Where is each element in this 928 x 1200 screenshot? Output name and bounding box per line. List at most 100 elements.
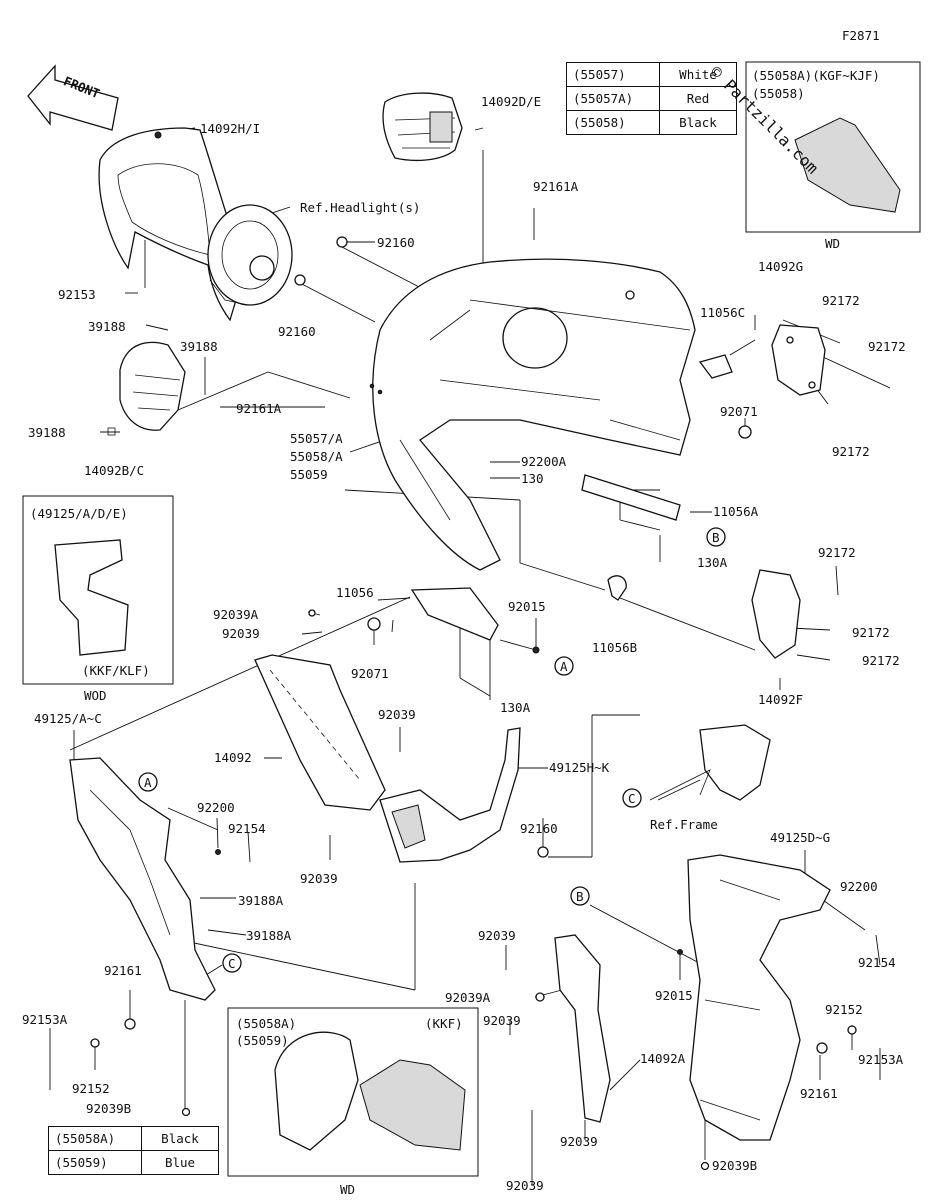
label-92161-b: 92161 (800, 1086, 838, 1101)
label-11056C: 11056C (700, 305, 745, 320)
label-92160-a: 92160 (377, 235, 415, 250)
label-92039A-b: 92039A (445, 990, 491, 1005)
inset-bottom-frame (227, 1007, 479, 1177)
cover-14092F-part (751, 569, 801, 659)
label-92200-b: 92200 (840, 879, 878, 894)
color-table-top: (55057)White (55057A)Red (55058)Black (566, 62, 737, 135)
svg-text:C: C (628, 791, 636, 806)
label-ref-frame: Ref.Frame (650, 817, 718, 832)
label-49125DG: 49125D~G (770, 830, 830, 845)
inset-top-right-line1: (55058A)(KGF~KJF) (752, 68, 880, 83)
label-55059: 55059 (290, 467, 328, 482)
panel-14092A-part (554, 934, 611, 1123)
label-92200A: 92200A (521, 454, 567, 469)
inset-bottom-model: (KKF) (425, 1016, 463, 1031)
label-92039B-b: 92039B (712, 1158, 757, 1173)
label-49125AC: 49125/A~C (34, 711, 102, 726)
label-14092F: 14092F (758, 692, 803, 707)
label-92153A-a: 92153A (22, 1012, 68, 1027)
label-92039-d: 92039 (478, 928, 516, 943)
inset-left-caption: WOD (84, 688, 107, 703)
label-14092HI: 14092H/I (200, 121, 260, 136)
label-92039-c: 92039 (300, 871, 338, 886)
callout-A-top: A (554, 656, 574, 676)
table-row: (55058)Black (566, 110, 737, 135)
diagram-code: F2871 (842, 28, 880, 43)
label-39188-b: 39188 (180, 339, 218, 354)
bracket-11056C-part (698, 354, 733, 379)
label-130A-a: 130A (697, 555, 728, 570)
lower-cowl-49125HK-part (379, 727, 521, 863)
upper-cowling-part (369, 258, 696, 571)
inset-top-right-caption: WD (825, 236, 841, 251)
inset-bottom-parts (274, 1031, 466, 1151)
label-14092G: 14092G (758, 259, 803, 274)
label-130A-b: 130A (500, 700, 531, 715)
svg-text:B: B (712, 530, 720, 545)
table-row: (55058A)Black (48, 1126, 219, 1151)
inset-bottom-caption: WD (340, 1182, 356, 1197)
svg-text:B: B (576, 889, 584, 904)
label-ref-headlight: Ref.Headlight(s) (300, 200, 420, 215)
label-92154-b: 92154 (858, 955, 896, 970)
frame-reference-part (649, 724, 771, 801)
bracket-11056A-part (581, 425, 752, 521)
front-arrow-icon: FRONT (27, 64, 119, 131)
cover-14092BC-part (107, 341, 186, 436)
svg-text:A: A (560, 659, 568, 674)
label-39188A-a: 39188A (238, 893, 284, 908)
label-92039B-a: 92039B (86, 1101, 131, 1116)
svg-text:A: A (144, 775, 152, 790)
label-92200-a: 92200 (197, 800, 235, 815)
callout-B-top: B (706, 527, 726, 547)
table-row: (55057A)Red (566, 86, 737, 111)
label-92071-a: 92071 (720, 404, 758, 419)
label-11056A: 11056A (713, 504, 759, 519)
label-55057A: 55057/A (290, 431, 343, 446)
inset-bottom-line1: (55058A) (236, 1016, 297, 1031)
label-92172-b: 92172 (868, 339, 906, 354)
label-92152-a: 92152 (825, 1002, 863, 1017)
label-39188-c: 39188 (28, 425, 66, 440)
headlight-part (207, 204, 348, 306)
callout-C-left: C (222, 953, 242, 973)
label-92153: 92153 (58, 287, 96, 302)
inset-left-part (54, 539, 129, 656)
fasteners (90, 609, 857, 1171)
clip-11056B-part (607, 575, 627, 601)
bracket-11056-part (410, 587, 499, 641)
label-92161-a: 92161 (104, 963, 142, 978)
label-92172-d: 92172 (818, 545, 856, 560)
inset-left-title: (49125/A/D/E) (30, 506, 128, 521)
label-11056: 11056 (336, 585, 374, 600)
inset-top-right-frame (745, 61, 921, 233)
svg-text:C: C (228, 956, 236, 971)
label-92161A-mid: 92161A (236, 401, 282, 416)
label-55058A: 55058/A (290, 449, 343, 464)
label-92015-a: 92015 (508, 599, 546, 614)
label-92152-b: 92152 (72, 1081, 110, 1096)
inset-top-right-part (794, 117, 901, 213)
grommet-92071-icon (367, 617, 381, 631)
label-92172-a: 92172 (822, 293, 860, 308)
cover-14092G-part (771, 324, 826, 396)
label-130: 130 (521, 471, 544, 486)
label-92160-c: 92160 (520, 821, 558, 836)
label-39188A-b: 39188A (246, 928, 292, 943)
label-14092A: 14092A (640, 1051, 686, 1066)
side-cowl-49125AC-part (69, 757, 216, 1001)
label-14092DE: 14092D/E (481, 94, 541, 109)
table-row: (55057)White (566, 62, 737, 87)
label-92071-b: 92071 (351, 666, 389, 681)
part-labels: 14092H/I 14092D/E Ref.Headlight(s) 92160… (22, 94, 906, 1193)
inner-panel-14092-part (254, 654, 386, 811)
label-11056B: 11056B (592, 640, 637, 655)
side-cowl-49125DG-part (687, 854, 831, 1141)
callout-A-left: A (138, 772, 158, 792)
label-92039-a: 92039 (222, 626, 260, 641)
label-92015-b: 92015 (655, 988, 693, 1003)
label-92039-b: 92039 (378, 707, 416, 722)
label-92161A-top: 92161A (533, 179, 579, 194)
inset-top-right-line2: (55058) (752, 86, 805, 101)
label-92039-f: 92039 (560, 1134, 598, 1149)
